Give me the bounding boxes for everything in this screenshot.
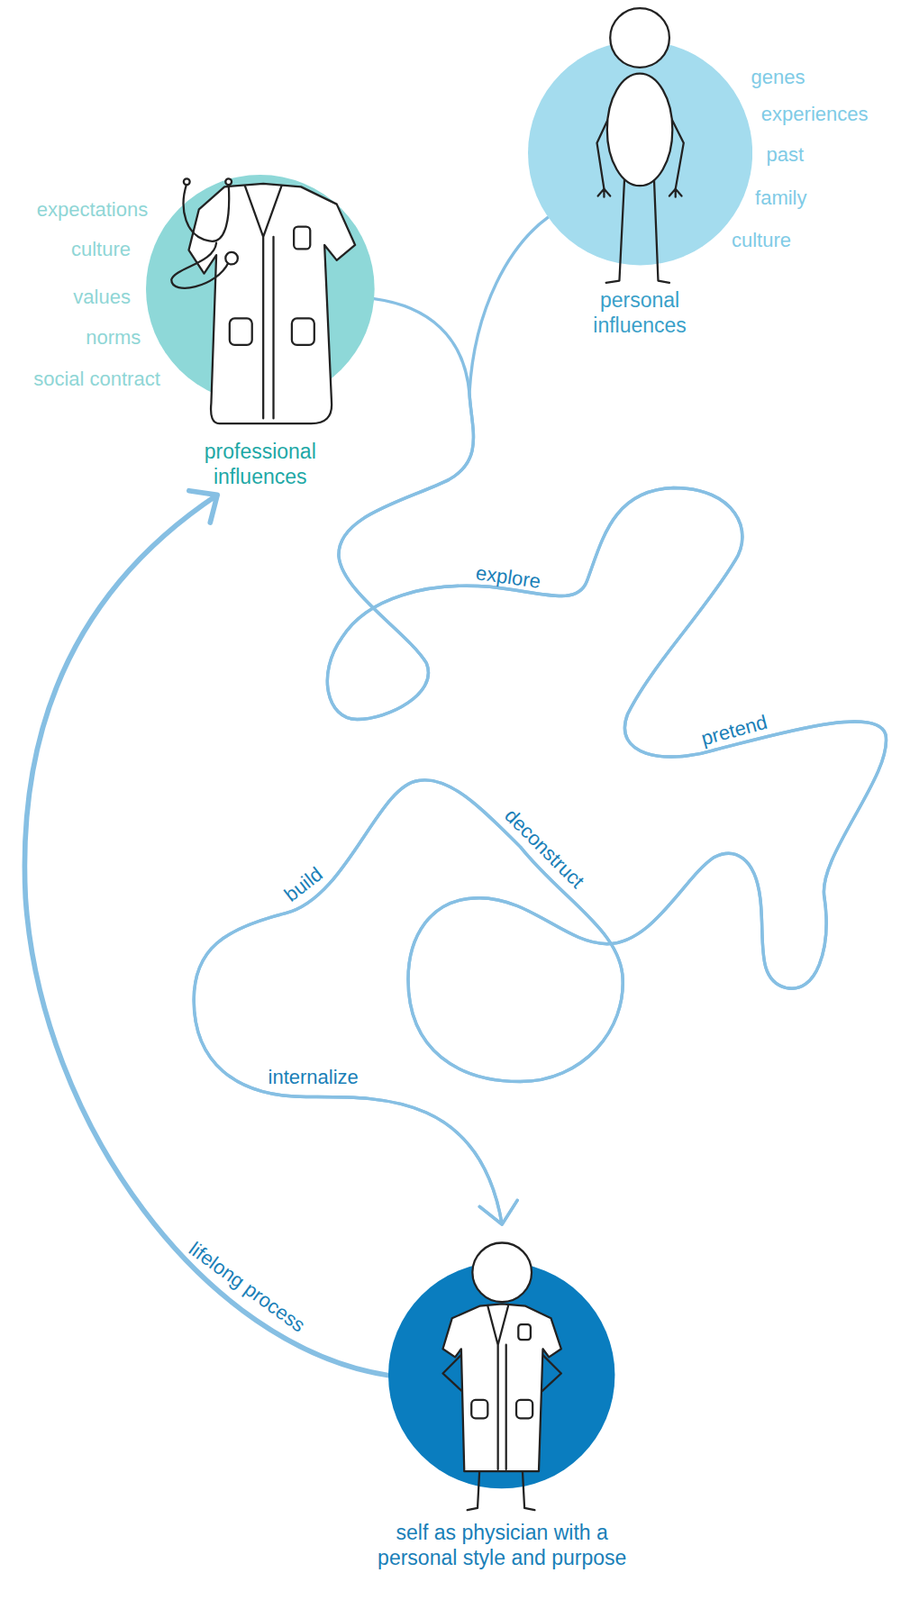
circle-fill (527, 40, 753, 265)
influence-label: past (766, 145, 805, 165)
influence-label: norms (85, 327, 141, 348)
self-circle: self as physician with a personal style … (388, 1224, 615, 1600)
stage-label: internalize (268, 1067, 359, 1088)
stage-label: build (281, 864, 327, 906)
node-label: personal influences (563, 287, 717, 338)
influence-label: experiences (761, 104, 869, 125)
circle-fill (388, 1262, 615, 1489)
influence-circle: personal influences (527, 8, 753, 342)
stage-label: deconstruct (500, 805, 588, 892)
node-label: self as physician with a personal style … (374, 1519, 630, 1571)
influence-circle: professional influences (145, 174, 375, 496)
influence-label: culture (71, 239, 131, 260)
node-label: professional influences (183, 438, 337, 490)
influence-label: values (72, 287, 131, 308)
stethoscope-ear (183, 178, 191, 185)
influence-label: genes (751, 67, 806, 88)
flow-connector (193, 299, 886, 1225)
influence-label: expectations (36, 200, 149, 220)
influence-label: social contract (33, 369, 161, 390)
influence-label: culture (731, 230, 792, 251)
circle-fill (145, 174, 375, 404)
flow-connector (193, 217, 886, 1225)
influence-label: family (755, 188, 807, 209)
connector-label: lifelong process (185, 1238, 310, 1337)
flow-connector (24, 491, 389, 1376)
